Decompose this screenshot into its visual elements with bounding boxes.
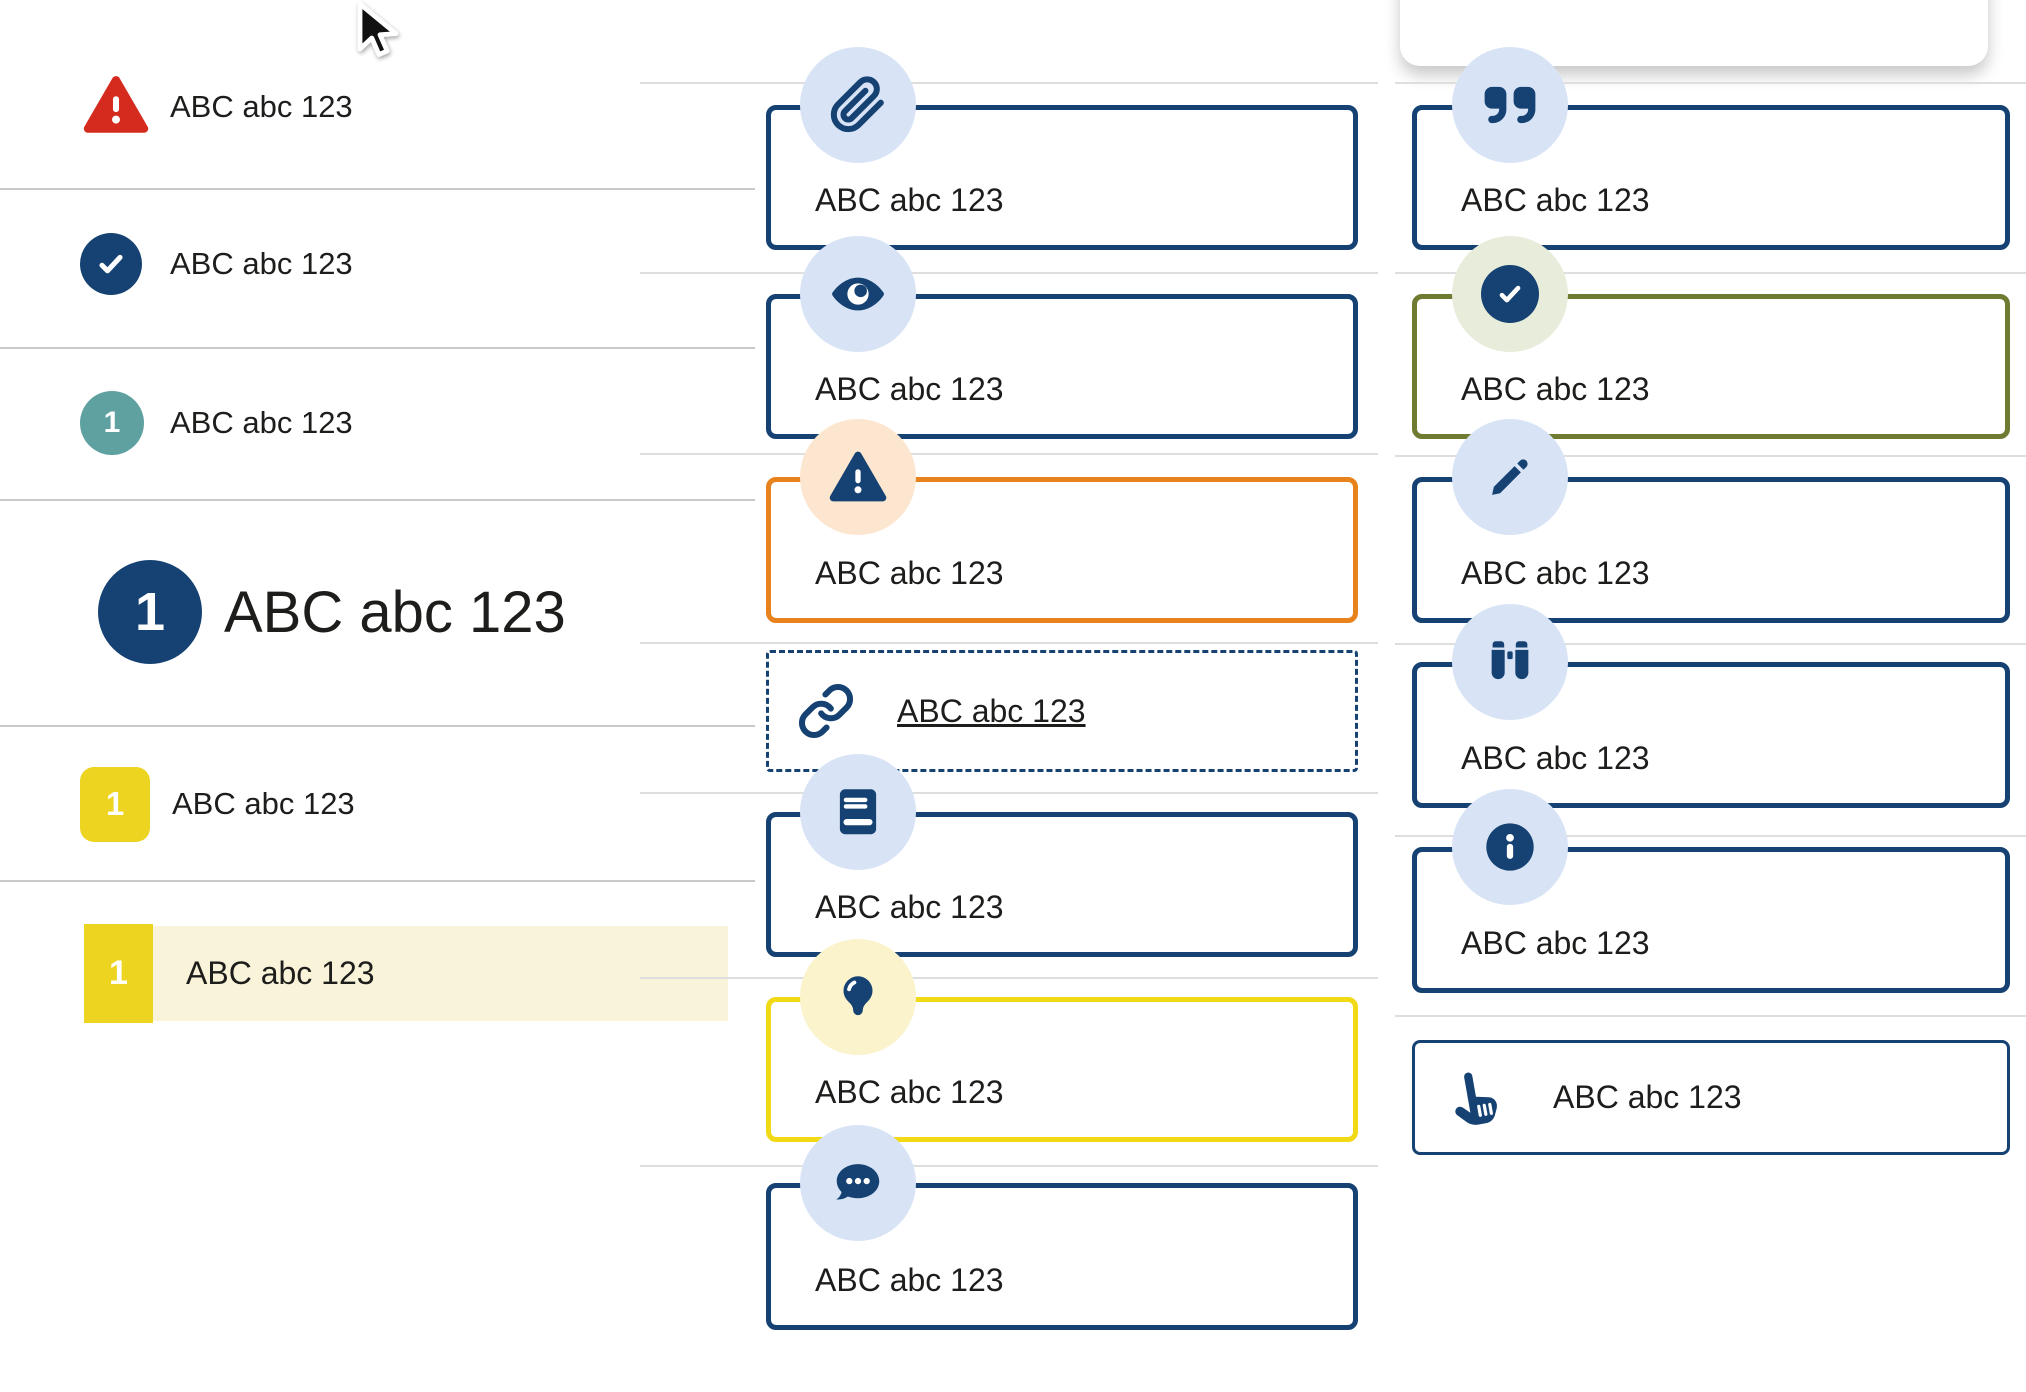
callout-text: ABC abc 123 (815, 889, 1004, 925)
callout-card-view[interactable]: ABC abc 123 (766, 236, 1358, 439)
callout-card-edit[interactable]: ABC abc 123 (1412, 419, 2010, 623)
callout-card-discussion[interactable]: ABC abc 123 (766, 1125, 1358, 1330)
callout-text: ABC abc 123 (1553, 1079, 1742, 1115)
callout-card-warning[interactable]: ABC abc 123 (766, 419, 1358, 623)
row-separator (640, 792, 1378, 794)
alert-triangle-icon (80, 72, 152, 143)
callout-card-success[interactable]: ABC abc 123 (1412, 236, 2010, 439)
lightbulb-icon (800, 939, 916, 1055)
divider (0, 347, 755, 349)
row-separator (1395, 82, 2026, 84)
step-item-label: ABC abc 123 (170, 405, 353, 440)
callout-card-attachment[interactable]: ABC abc 123 (766, 47, 1358, 250)
row-separator (640, 977, 1378, 979)
row-separator (640, 82, 1378, 84)
row-separator (640, 642, 1378, 644)
callout-card-reference[interactable]: ABC abc 123 (766, 754, 1358, 957)
callout-text: ABC abc 123 (1461, 182, 1650, 218)
callout-text: ABC abc 123 (1461, 740, 1650, 776)
number-badge-large: 1 (98, 560, 202, 664)
book-icon (800, 754, 916, 870)
status-item-label: ABC abc 123 (170, 246, 353, 281)
row-separator (1395, 455, 2026, 457)
mouse-cursor (357, 1, 399, 57)
callout-link[interactable]: ABC abc 123 (897, 692, 1086, 729)
link-icon (797, 682, 855, 740)
step-item-large[interactable]: 1 ABC abc 123 (98, 554, 566, 670)
callout-text: ABC abc 123 (815, 1262, 1004, 1298)
callout-text: ABC abc 123 (1461, 371, 1650, 407)
chat-icon (800, 1125, 916, 1241)
callout-text: ABC abc 123 (815, 371, 1004, 407)
status-item-done[interactable]: ABC abc 123 (80, 217, 353, 311)
callout-card-quote[interactable]: ABC abc 123 (1412, 47, 2010, 250)
pencil-icon (1452, 419, 1568, 535)
hand-point-up-icon (1445, 1066, 1509, 1130)
step-item-label: ABC abc 123 (224, 579, 566, 645)
eye-icon (800, 236, 916, 352)
highlight-bar: ABC abc 123 (153, 926, 728, 1021)
number-badge-yellow: 1 (84, 924, 153, 1023)
row-separator (640, 1165, 1378, 1167)
step-item-teal[interactable]: 1 ABC abc 123 (80, 376, 353, 470)
callout-card-tip[interactable]: ABC abc 123 (766, 939, 1358, 1142)
paperclip-icon (800, 47, 916, 163)
check-icon (1452, 236, 1568, 352)
callout-text: ABC abc 123 (815, 1074, 1004, 1110)
callout-text: ABC abc 123 (815, 182, 1004, 218)
check-circle-icon (80, 233, 142, 295)
row-separator (1395, 272, 2026, 274)
step-item-yellow-highlighted[interactable]: 1 ABC abc 123 (84, 924, 728, 1023)
step-item-label: ABC abc 123 (172, 786, 355, 821)
warning-icon (800, 419, 916, 535)
number-badge: 1 (80, 391, 144, 455)
divider (0, 880, 755, 882)
row-separator (640, 272, 1378, 274)
info-icon (1452, 789, 1568, 905)
step-item-yellow[interactable]: 1 ABC abc 123 (80, 757, 355, 851)
step-item-label: ABC abc 123 (186, 955, 375, 991)
binoculars-icon (1452, 604, 1568, 720)
callout-card-explore[interactable]: ABC abc 123 (1412, 604, 2010, 808)
divider (0, 725, 755, 727)
quote-icon (1452, 47, 1568, 163)
callout-text: ABC abc 123 (1461, 925, 1650, 961)
divider (0, 188, 755, 190)
number-badge-yellow: 1 (80, 766, 150, 842)
status-item-alert[interactable]: ABC abc 123 (80, 60, 353, 154)
callout-card-link[interactable]: ABC abc 123 (766, 650, 1358, 772)
row-separator (640, 453, 1378, 455)
callout-card-info[interactable]: ABC abc 123 (1412, 789, 2010, 993)
callout-card-action[interactable]: ABC abc 123 (1412, 1040, 2010, 1155)
row-separator (1395, 1015, 2026, 1017)
divider (0, 499, 755, 501)
row-separator (1395, 643, 2026, 645)
status-item-label: ABC abc 123 (170, 89, 353, 124)
row-separator (1395, 835, 2026, 837)
callout-text: ABC abc 123 (815, 555, 1004, 591)
callout-text: ABC abc 123 (1461, 555, 1650, 591)
